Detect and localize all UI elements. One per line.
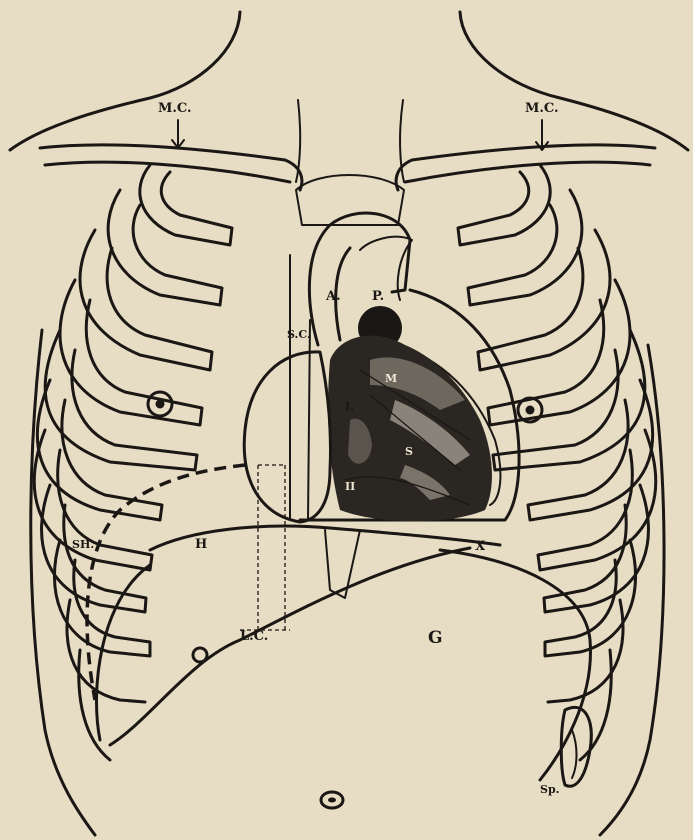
sternum-right-edge bbox=[308, 320, 310, 520]
clavicle-left bbox=[40, 145, 302, 190]
liver-lower-border bbox=[110, 548, 470, 745]
heart-dissected bbox=[328, 336, 492, 522]
label-lc: L.C. bbox=[240, 629, 268, 644]
label-i: I. bbox=[345, 400, 354, 413]
neck-left-outline bbox=[10, 12, 240, 150]
label-ii: II bbox=[345, 480, 355, 493]
label-s: S bbox=[405, 445, 413, 458]
xiphoid bbox=[325, 530, 360, 598]
label-sh: SH. bbox=[72, 538, 94, 551]
label-aorta: A. bbox=[325, 289, 341, 304]
label-g: G bbox=[428, 628, 443, 648]
stomach-outline bbox=[440, 550, 590, 780]
pulmonary-artery bbox=[358, 237, 412, 350]
arrow-mc-right bbox=[536, 120, 548, 150]
dashed-line-sh bbox=[87, 465, 245, 700]
neck-right-outline bbox=[460, 12, 688, 150]
label-sc: S.C. bbox=[287, 328, 311, 341]
label-sp: Sp. bbox=[540, 783, 559, 796]
label-mc-left: M.C. bbox=[158, 101, 192, 116]
ribs-left bbox=[34, 165, 232, 760]
umbilicus bbox=[321, 792, 343, 808]
arrow-mc-left bbox=[172, 120, 184, 148]
body-right-outline bbox=[600, 345, 664, 835]
clavicle-right bbox=[396, 145, 655, 190]
label-mc-right: M.C. bbox=[525, 101, 559, 116]
right-ventricle bbox=[244, 352, 330, 522]
label-x: X bbox=[475, 539, 486, 554]
nipple-left bbox=[148, 392, 172, 416]
label-h: H bbox=[195, 537, 207, 552]
label-pulmonary: P. bbox=[372, 289, 384, 304]
label-m: M bbox=[385, 372, 397, 385]
